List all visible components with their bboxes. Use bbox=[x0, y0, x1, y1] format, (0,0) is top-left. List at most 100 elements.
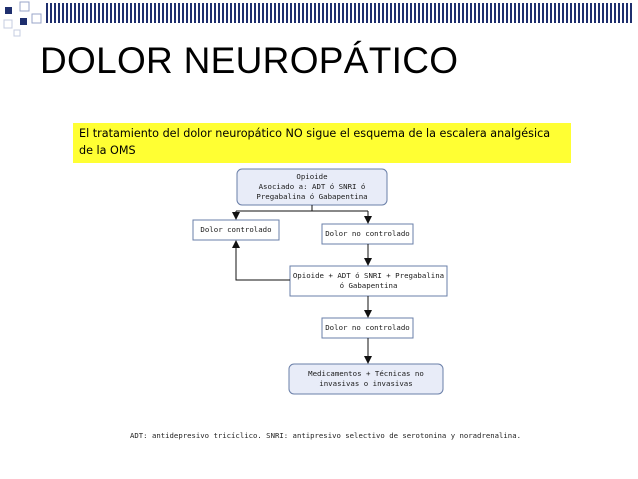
header-stripe bbox=[186, 3, 188, 23]
header-stripe bbox=[418, 3, 420, 23]
header-stripe bbox=[306, 3, 308, 23]
header-stripe bbox=[222, 3, 224, 23]
header-stripe bbox=[62, 3, 64, 23]
header-stripe bbox=[630, 3, 632, 23]
header-stripe bbox=[546, 3, 548, 23]
header-stripe bbox=[490, 3, 492, 23]
header-stripe bbox=[470, 3, 472, 23]
slide-title: DOLOR NEUROPÁTICO bbox=[40, 40, 459, 81]
header-stripe bbox=[346, 3, 348, 23]
header-stripe bbox=[590, 3, 592, 23]
header-stripe bbox=[70, 3, 72, 23]
header-stripe bbox=[514, 3, 516, 23]
header-stripe bbox=[402, 3, 404, 23]
header-stripe bbox=[310, 3, 312, 23]
header-stripe bbox=[378, 3, 380, 23]
header-stripe bbox=[130, 3, 132, 23]
header-stripe bbox=[146, 3, 148, 23]
header-stripe bbox=[562, 3, 564, 23]
header-stripe bbox=[422, 3, 424, 23]
header-stripe bbox=[594, 3, 596, 23]
header-stripe bbox=[454, 3, 456, 23]
header-stripe bbox=[518, 3, 520, 23]
header-stripe bbox=[502, 3, 504, 23]
header-stripe bbox=[134, 3, 136, 23]
header-stripe bbox=[286, 3, 288, 23]
header-stripe bbox=[66, 3, 68, 23]
header-stripe bbox=[90, 3, 92, 23]
header-stripe bbox=[210, 3, 212, 23]
header-stripe bbox=[362, 3, 364, 23]
header-stripe bbox=[458, 3, 460, 23]
node-box-combinacion bbox=[289, 265, 448, 297]
header-stripe bbox=[318, 3, 320, 23]
header-stripe bbox=[154, 3, 156, 23]
deco-square-light bbox=[3, 19, 13, 29]
header-stripe bbox=[618, 3, 620, 23]
header-stripe bbox=[98, 3, 100, 23]
header-stripe bbox=[118, 3, 120, 23]
header-stripe bbox=[322, 3, 324, 23]
header-stripe bbox=[258, 3, 260, 23]
node-opioide: Opioide Asociado a: ADT ó SNRI ó Pregaba… bbox=[256, 172, 368, 201]
header-stripe bbox=[510, 3, 512, 23]
header-stripe bbox=[486, 3, 488, 23]
header-stripe bbox=[330, 3, 332, 23]
header-stripe bbox=[114, 3, 116, 23]
header-stripe bbox=[162, 3, 164, 23]
connector-split bbox=[236, 205, 368, 212]
header-stripe bbox=[86, 3, 88, 23]
header-stripe bbox=[126, 3, 128, 23]
header-stripe bbox=[494, 3, 496, 23]
header-stripe bbox=[574, 3, 576, 23]
header-stripe bbox=[170, 3, 172, 23]
header-stripe bbox=[274, 3, 276, 23]
header-stripe bbox=[342, 3, 344, 23]
header-stripe bbox=[534, 3, 536, 23]
header-stripe bbox=[578, 3, 580, 23]
node-combinacion: Opioide + ADT ó SNRI + Pregabalina ó Gab… bbox=[292, 271, 445, 290]
header-stripe bbox=[262, 3, 264, 23]
header-stripe bbox=[606, 3, 608, 23]
header-stripe bbox=[270, 3, 272, 23]
header-stripe bbox=[442, 3, 444, 23]
header-stripe bbox=[122, 3, 124, 23]
header-stripe bbox=[138, 3, 140, 23]
deco-square-dark bbox=[5, 7, 12, 14]
header-stripe bbox=[626, 3, 628, 23]
header-stripe bbox=[550, 3, 552, 23]
header-stripe bbox=[602, 3, 604, 23]
header-stripe bbox=[526, 3, 528, 23]
header-stripe bbox=[430, 3, 432, 23]
header-stripe bbox=[398, 3, 400, 23]
header-stripe bbox=[242, 3, 244, 23]
header-stripe bbox=[366, 3, 368, 23]
header-stripe bbox=[538, 3, 540, 23]
header-stripe bbox=[506, 3, 508, 23]
node-dolor-no-controlado-1: Dolor no controlado bbox=[325, 229, 410, 238]
header-stripe bbox=[570, 3, 572, 23]
header-stripe bbox=[150, 3, 152, 23]
header-stripe bbox=[206, 3, 208, 23]
header-stripe bbox=[202, 3, 204, 23]
header-stripe bbox=[54, 3, 56, 23]
header-stripe bbox=[438, 3, 440, 23]
header-stripe bbox=[394, 3, 396, 23]
header-stripe bbox=[266, 3, 268, 23]
header-stripe bbox=[598, 3, 600, 23]
header-stripe bbox=[558, 3, 560, 23]
header-stripe bbox=[358, 3, 360, 23]
header-stripe bbox=[298, 3, 300, 23]
header-stripe bbox=[46, 3, 48, 23]
footnote: ADT: antidepresivo tricíclico. SNRI: ant… bbox=[130, 431, 521, 440]
header-stripe bbox=[482, 3, 484, 23]
header-stripe bbox=[74, 3, 76, 23]
node-box-medicamentos bbox=[288, 363, 444, 395]
header-stripe bbox=[190, 3, 192, 23]
header-stripe bbox=[218, 3, 220, 23]
header-stripe bbox=[198, 3, 200, 23]
header-stripe bbox=[50, 3, 52, 23]
header-stripe-pattern bbox=[46, 3, 632, 23]
header-stripe bbox=[174, 3, 176, 23]
header-stripe bbox=[294, 3, 296, 23]
